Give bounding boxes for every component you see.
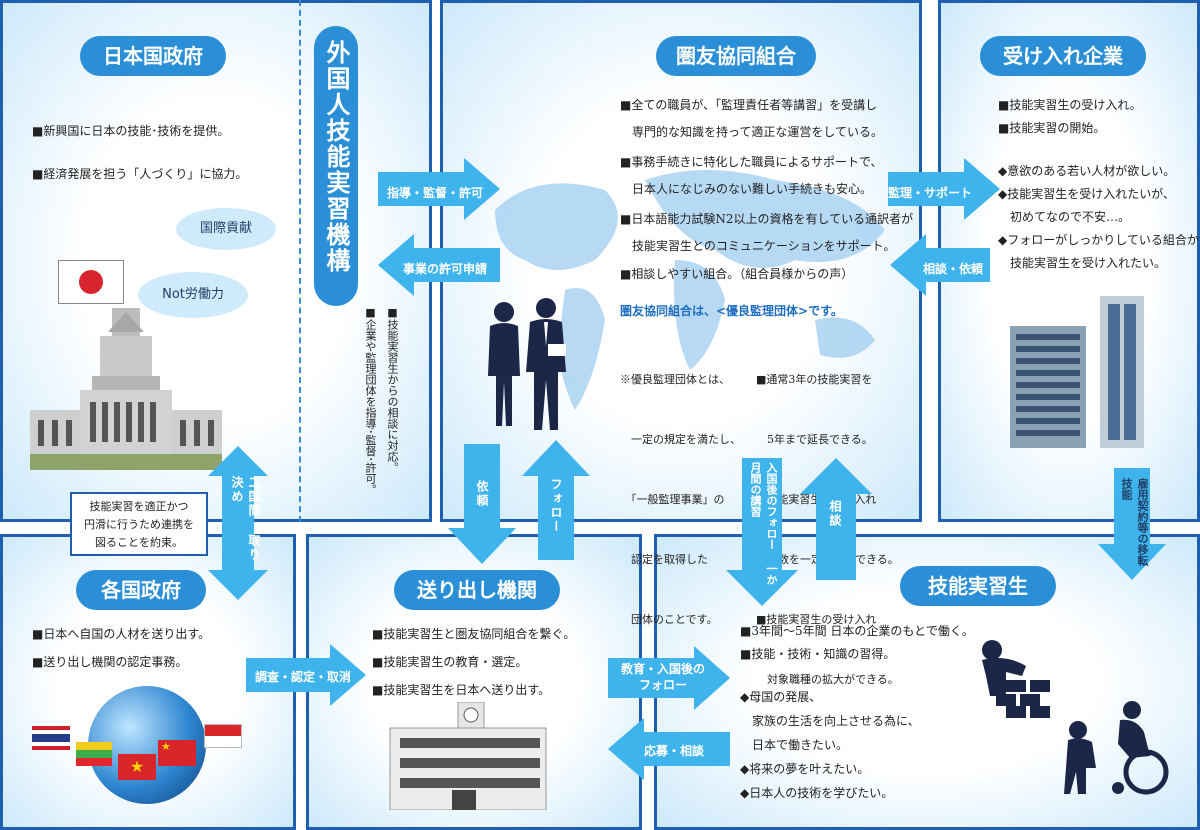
kiko-title [314,26,358,306]
business-people-icon [488,298,566,430]
trainee-wish-5: ◆日本人の技術を学びたい。 [740,786,894,800]
sending-line-2: ■技能実習生の教育・選定。 [372,655,528,669]
sending-line-3: ■技能実習生を日本へ送り出す。 [372,683,551,697]
kumiai-line-7: ■相談しやすい組合。（組合員様からの声） [620,267,854,281]
dashed-divider [299,0,301,522]
arrow-bilateral [208,446,268,600]
trainee-line-1: ■3年間～5年間 日本の企業のもとで働く。 [740,624,974,638]
label-supervise-support: 監理・サポート [888,186,973,200]
bubble-international-contribution: 国際貢献 [176,208,276,250]
trainee-wish-4: ◆将来の夢を叶えたい。 [740,762,870,776]
office-buildings-icon [1010,296,1144,448]
kiko-note-2: ■企業や監理団体を指導･監督･許可。 [364,306,377,495]
note-left-line: 「一般監理事業」の [620,493,725,506]
indonesia-flag-icon [204,724,242,748]
label-apply-consult: 応募・相談 [643,744,704,758]
label-follow: フォロー [549,478,563,534]
foreign-gov-line-2: ■送り出し機関の認定事務。 [32,655,188,669]
trainee-wish-3: 日本で働きたい。 [740,738,849,752]
arrow-guidance [378,158,500,220]
company-wish-4: ◆フォローがしっかりしている組合から [998,233,1200,247]
kumiai-line-3: ■事務手続きに特化した職員によるサポートで、 [620,155,883,169]
kumiai-note-left: ※優良監理団体とは、 一定の規定を満たし、 「一般監理事業」の 認定を取得した … [620,330,741,650]
sending-line-1: ■技能実習生と圏友協同組合を繋ぐ。 [372,627,576,641]
kumiai-line-4: 日本人になじみのない難しい手続きも安心。 [620,182,873,196]
arrow-consult [800,458,872,580]
agreement-box: 技能実習を適正かつ 円滑に行うため連携を 図ることを約束。 [70,492,208,556]
myanmar-flag-icon [76,742,112,766]
kiko-title-text: 外国人技能実習機構 [322,40,350,274]
kiko-note-1: ■技能実習生からの相談に対応。 [386,306,399,473]
company-line-2: ■技能実習の開始。 [998,121,1106,135]
kumiai-line-1: ■全ての職員が、「監理責任者等講習」を受講し [620,98,878,112]
label-bilateral: 二国間 取り決め [230,476,261,562]
china-flag-icon: ★ [158,740,196,766]
arrow-supervise-support [888,158,1000,220]
kumiai-line-5: ■日本語能力試験N2以上の資格を有している通訳者が [620,212,914,226]
thailand-flag-icon [32,726,70,750]
bubble-not-labor: Not労働力 [138,272,248,318]
label-request: 依頼 [475,480,489,508]
arrow-request [448,444,516,564]
company-wish-5: 技能実習生を受け入れたい。 [998,256,1167,270]
arrow-after-entry [726,458,798,606]
worker-silhouette-icon [982,640,1050,718]
label-permit-apply: 事業の許可申請 [402,262,487,276]
note-left-line: 認定を取得した [620,553,708,566]
caregiver-silhouette-icon [1064,701,1169,795]
foreign-gov-title: 各国政府 [76,570,206,610]
company-wish-2: ◆技能実習生を受け入れたいが、 [998,187,1175,201]
arrow-permit-apply [378,234,500,296]
note-left-line: 一定の規定を満たし、 [620,433,741,446]
company-title: 受け入れ企業 [980,36,1146,76]
label-consult-request: 相談・依頼 [922,262,983,276]
arrow-survey [246,644,366,706]
foreign-gov-line-1: ■日本へ自国の人材を送り出す。 [32,627,211,641]
kumiai-line-2: 専門的な知識を持って適正な運営をしている。 [620,125,884,139]
arrow-apply-consult [608,718,730,780]
japan-flag-icon [58,260,124,304]
company-wish-3: 初めてなので不安…。 [998,210,1131,224]
diet-building-icon [30,308,222,470]
label-education-1: 教育・入国後の [620,662,705,676]
label-education-2: フォロー [638,678,687,692]
school-building-icon [389,702,547,810]
kumiai-title: 圏友協同組合 [656,36,816,76]
trainee-line-2: ■技能・技術・知識の習得。 [740,647,896,661]
label-survey: 調査・認定・取消 [254,670,351,684]
vietnam-flag-icon: ★ [118,754,156,780]
note-right-line: ■通常3年の技能実習を [756,373,873,386]
trainee-title: 技能実習生 [900,566,1056,606]
label-transfer: 雇用契約等の移転技能 [1120,478,1149,566]
note-right-line: 対象職種の拡大ができる。 [756,673,899,686]
arrow-transfer [1098,468,1166,580]
label-consult: 相談 [828,500,842,528]
japan-gov-line-1: ■新興国に日本の技能･技術を提供。 [32,124,230,138]
label-after-entry: 入国後のフォロー 一か月間の講習 [749,462,778,585]
world-map-icon [495,170,885,410]
arrow-consult-request [890,234,990,296]
sending-title: 送り出し機関 [394,570,560,610]
japan-gov-line-2: ■経済発展を担う「人づくり」に協力。 [32,167,248,181]
company-line-1: ■技能実習生の受け入れ。 [998,98,1142,112]
note-left-line: ※優良監理団体とは、 [620,373,730,386]
agreement-line: 円滑に行うため連携を [84,518,194,531]
trainee-wish-2: 家族の生活を向上させる為に、 [740,714,920,728]
arrow-follow [522,440,590,560]
agreement-line: 技能実習を適正かつ [89,500,189,513]
company-wish-1: ◆意欲のある若い人材が欲しい。 [998,164,1176,178]
arrow-education [608,646,730,710]
note-left-line: 団体のことです。 [620,613,718,626]
trainee-wish-1: ◆母国の発展、 [740,690,822,704]
note-right-line: 5年まで延長できる。 [756,433,873,446]
label-guidance: 指導・監督・許可 [386,186,483,200]
kumiai-line-6: 技能実習生とのコミュニケーションをサポート。 [620,239,896,253]
kumiai-highlight: 圏友協同組合は、<優良監理団体>です。 [620,304,843,318]
note-right-line: ■技能実習生の受け入れ [756,613,877,626]
agreement-line: 図ることを約束。 [95,536,183,549]
japan-gov-title: 日本国政府 [80,36,226,76]
